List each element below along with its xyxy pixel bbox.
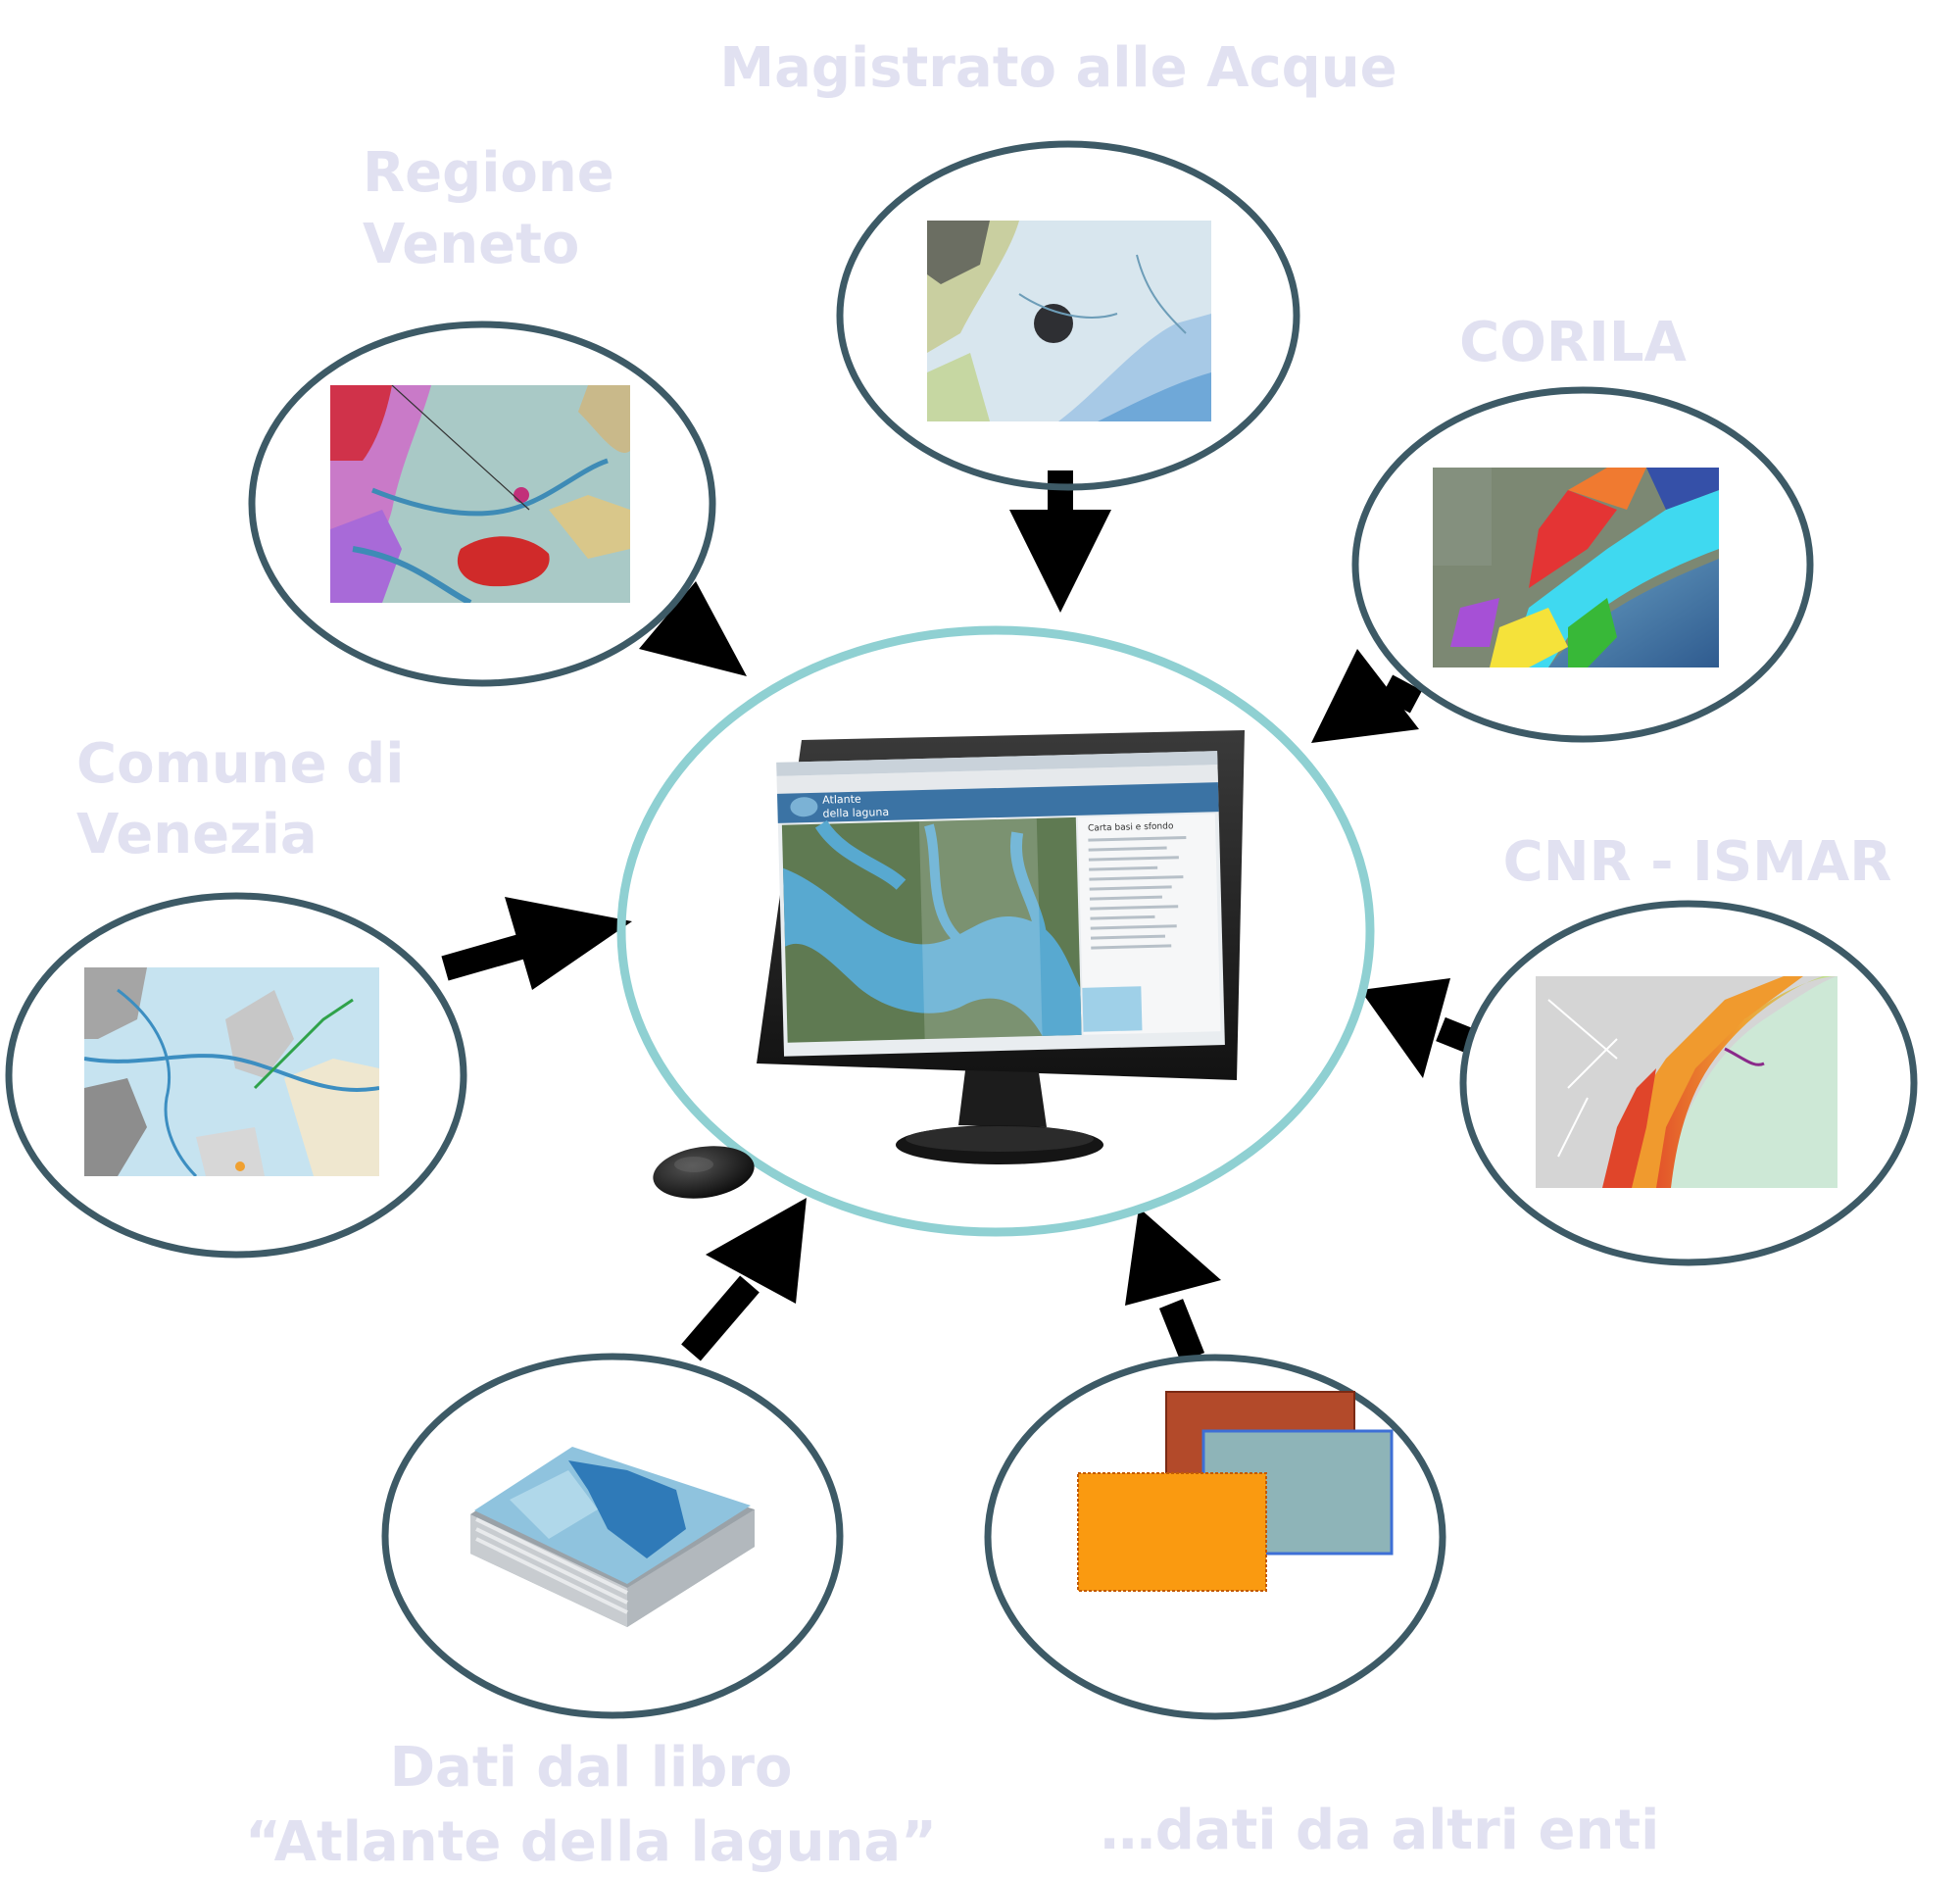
screen-app-title-2: della laguna [822,806,889,820]
map-thumbnail-comune [84,967,379,1176]
label-corila: CORILA [1459,311,1687,374]
label-libro-line1: Dati dal libro [390,1736,793,1800]
node-altri-enti [984,1354,1446,1720]
arrow-corila [1311,649,1423,743]
monitor: Atlante della laguna Carta basi e sfondo [757,730,1245,1164]
ring-altri [984,1354,1446,1720]
node-comune-venezia [5,892,467,1259]
label-altri: …dati da altri enti [1101,1799,1660,1862]
label-regione-line1: Regione [363,141,614,205]
label-regione-line2: Veneto [363,213,579,276]
label-comune-line2: Venezia [76,803,318,866]
ring-corila [1351,386,1814,743]
hub-ring [616,625,1375,1237]
arrow-libro [681,1198,807,1361]
arrow-comune [441,897,632,990]
arrow-magistrato [1009,470,1111,613]
arrow-regione [639,581,747,676]
screen-panel-title: Carta basi e sfondo [1088,821,1174,833]
node-cnr-ismar [1459,900,1918,1266]
ring-magistrato [836,140,1300,491]
arrow-cnr [1360,978,1475,1078]
mouse [653,1146,755,1199]
label-cnr: CNR - ISMAR [1503,830,1892,894]
ring-libro [381,1353,844,1719]
node-magistrato [836,140,1300,491]
label-libro-line2: “Atlante della laguna” [245,1810,937,1874]
node-corila [1351,386,1814,743]
node-libro [381,1353,844,1719]
ring-regione [248,321,716,687]
node-regione-veneto [248,321,716,687]
book-icon [470,1447,755,1627]
map-thumbnail-corila [1433,468,1719,667]
map-thumbnail-cnr [1536,976,1838,1188]
map-thumbnail-magistrato [927,221,1211,421]
label-comune-line1: Comune di [76,732,404,796]
ring-comune [5,892,467,1259]
label-magistrato: Magistrato alle Acque [719,36,1396,100]
arrow-altri [1125,1208,1221,1362]
data-sheets-icon [1077,1391,1394,1592]
map-thumbnail-regione [330,385,630,603]
screen-app-title-1: Atlante [822,793,861,807]
ring-cnr [1459,900,1918,1266]
